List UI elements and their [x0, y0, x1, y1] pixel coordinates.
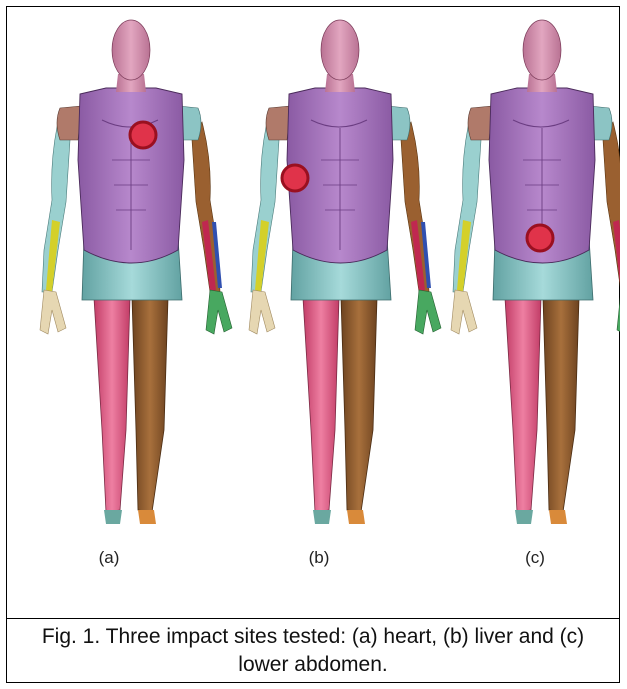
body-model-c [451, 20, 620, 524]
divider [6, 584, 7, 618]
impact-marker-lower-abdomen [527, 225, 553, 251]
body-model-b [249, 20, 441, 524]
panel-label-a: (a) [99, 548, 120, 567]
figure-caption: Fig. 1. Three impact sites tested: (a) h… [6, 623, 620, 679]
impact-marker-heart [130, 122, 156, 148]
impact-marker-liver [282, 165, 308, 191]
panel-label-c: (c) [525, 548, 545, 567]
figure-svg: (a) (b) (c) [6, 6, 620, 584]
panel-label-b: (b) [309, 548, 330, 567]
body-model-a [40, 20, 232, 524]
caption-box: Fig. 1. Three impact sites tested: (a) h… [6, 618, 620, 683]
figure-image: (a) (b) (c) [6, 6, 620, 584]
